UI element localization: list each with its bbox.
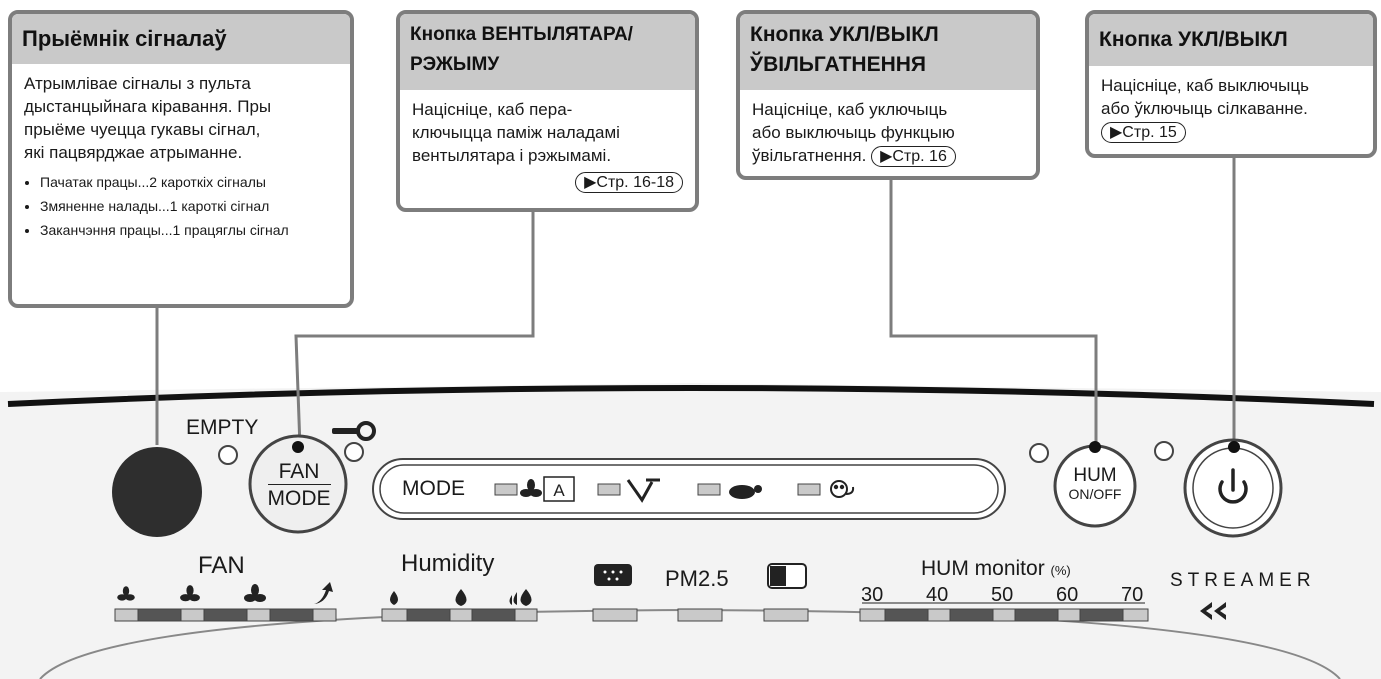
power-led bbox=[1154, 441, 1174, 461]
fan-mode-button-label[interactable]: FAN MODE bbox=[256, 459, 342, 511]
callout-body: Атрымлівае сігналы з пульта дыстанцыйнаг… bbox=[12, 64, 350, 250]
svg-text:A: A bbox=[553, 481, 565, 500]
callout-power-button: Кнопка УКЛ/ВЫКЛ Націсніце, каб выключыць… bbox=[1085, 10, 1377, 158]
page-ref-link[interactable]: ▶Стр. 16 bbox=[871, 146, 956, 167]
odor-led bbox=[763, 608, 809, 622]
hum-led bbox=[1029, 443, 1049, 463]
lock-led bbox=[344, 442, 364, 462]
mode-button-text: MODE bbox=[267, 484, 331, 511]
hum-monitor-label: HUM monitor (%) bbox=[921, 557, 1071, 581]
dust-led bbox=[592, 608, 638, 622]
auto-icon: A bbox=[543, 476, 575, 502]
callout-text: дыстанцыйнага кіравання. Пры bbox=[24, 97, 272, 116]
scale-tick: 60 bbox=[1056, 584, 1079, 606]
list-item: Змяненне налады...1 кароткі сігнал bbox=[40, 194, 338, 218]
scale-tick: 40 bbox=[926, 584, 949, 606]
connector-lines bbox=[155, 158, 1236, 448]
pm25-label: PM2.5 bbox=[665, 566, 729, 591]
callout-text: Націсніце, каб пера- bbox=[412, 100, 573, 119]
scale-tick: 70 bbox=[1121, 584, 1144, 606]
scale-tick: 50 bbox=[991, 584, 1014, 606]
title-line: Кнопка УКЛ/ВЫКЛ bbox=[750, 23, 939, 46]
power-icon bbox=[1218, 468, 1248, 504]
quiet-icon bbox=[729, 485, 762, 499]
title-line: ЎВІЛЬГАТНЕННЯ bbox=[750, 53, 927, 76]
callout-hum-button: Кнопка УКЛ/ВЫКЛ ЎВІЛЬГАТНЕННЯ Націсніце,… bbox=[736, 10, 1040, 180]
callout-title: Кнопка ВЕНТЫЛЯТАРА/ РЭЖЫМУ bbox=[400, 14, 695, 90]
pollen-icon bbox=[830, 480, 855, 498]
hum-button-label[interactable]: HUM ON/OFF bbox=[1050, 466, 1140, 504]
pm25-led bbox=[677, 608, 723, 622]
hum-monitor-unit: (%) bbox=[1050, 563, 1071, 578]
empty-label: EMPTY bbox=[186, 416, 259, 439]
list-item: Пачатак працы...2 кароткіх сігналы bbox=[40, 170, 338, 194]
humidity-level-bar bbox=[381, 608, 538, 622]
dust-sensor-icon bbox=[594, 564, 632, 586]
callout-fan-mode-button: Кнопка ВЕНТЫЛЯТАРА/ РЭЖЫМУ Націсніце, ка… bbox=[396, 10, 699, 212]
callout-title: Кнопка УКЛ/ВЫКЛ ЎВІЛЬГАТНЕННЯ bbox=[740, 14, 1036, 90]
fan-icon bbox=[520, 479, 542, 497]
fan-button-text: FAN bbox=[278, 460, 320, 483]
callout-text: або выключыць функцыю bbox=[752, 123, 955, 142]
title-line: РЭЖЫМУ bbox=[410, 54, 500, 75]
panel-top-edge bbox=[7, 385, 1375, 407]
callout-text: Націсніце, каб выключыць bbox=[1101, 76, 1309, 95]
key-icon bbox=[332, 421, 376, 441]
callout-signal-receiver: Прыёмнік сігналаў Атрымлівае сігналы з п… bbox=[8, 10, 354, 308]
callout-title: Кнопка УКЛ/ВЫКЛ bbox=[1089, 14, 1373, 66]
hum-button-text: HUM bbox=[1073, 465, 1117, 486]
humidity-label: Humidity bbox=[401, 550, 495, 577]
mode-display bbox=[372, 458, 1006, 520]
callout-title: Прыёмнік сігналаў bbox=[12, 14, 350, 64]
page-ref-link[interactable]: ▶Стр. 15 bbox=[1101, 122, 1186, 143]
mode-label: MODE bbox=[402, 477, 465, 500]
callout-text: прыёме чуецца гукавы сігнал, bbox=[24, 120, 261, 139]
callout-text: ключыцца паміж наладамі bbox=[412, 123, 620, 142]
hum-monitor-bar bbox=[859, 608, 1149, 622]
callout-text: які пацвярджае атрыманне. bbox=[24, 143, 243, 162]
beep-list: Пачатак працы...2 кароткіх сігналы Змяне… bbox=[24, 170, 338, 242]
turbo-icon bbox=[626, 478, 660, 503]
water-drop-icon bbox=[390, 589, 532, 606]
page-ref-link[interactable]: ▶Стр. 16-18 bbox=[575, 172, 683, 193]
title-line: Кнопка ВЕНТЫЛЯТАРА/ bbox=[410, 24, 633, 45]
callout-text: Атрымлівае сігналы з пульта bbox=[24, 74, 251, 93]
streamer-icon bbox=[1200, 602, 1226, 620]
hum-monitor-text: HUM monitor bbox=[921, 557, 1045, 580]
onoff-button-text: ON/OFF bbox=[1068, 486, 1122, 502]
callout-body: Націсніце, каб выключыць або ўключыць сі… bbox=[1089, 66, 1373, 151]
fan-speed-icons bbox=[117, 582, 333, 604]
callout-body: Націсніце, каб уключыць або выключыць фу… bbox=[740, 90, 1036, 175]
signal-receiver bbox=[112, 447, 202, 537]
fan-level-bar bbox=[114, 608, 337, 622]
streamer-label: STREAMER bbox=[1170, 570, 1316, 591]
callout-text: Націсніце, каб уключыць bbox=[752, 100, 948, 119]
callout-text: або ўключыць сілкаванне. bbox=[1101, 99, 1308, 118]
scale-tick: 30 bbox=[861, 584, 884, 606]
mode-leds bbox=[494, 483, 821, 496]
list-item: Заканчэння працы...1 працяглы сігнал bbox=[40, 218, 338, 242]
callout-text: ўвільгатнення. bbox=[752, 146, 867, 165]
odor-sensor-icon bbox=[767, 563, 807, 589]
empty-led bbox=[218, 445, 238, 465]
callout-body: Націсніце, каб пера- ключыцца паміж нала… bbox=[400, 90, 695, 201]
callout-text: вентылятара і рэжымамі. bbox=[412, 146, 612, 165]
fan-label: FAN bbox=[198, 552, 245, 579]
